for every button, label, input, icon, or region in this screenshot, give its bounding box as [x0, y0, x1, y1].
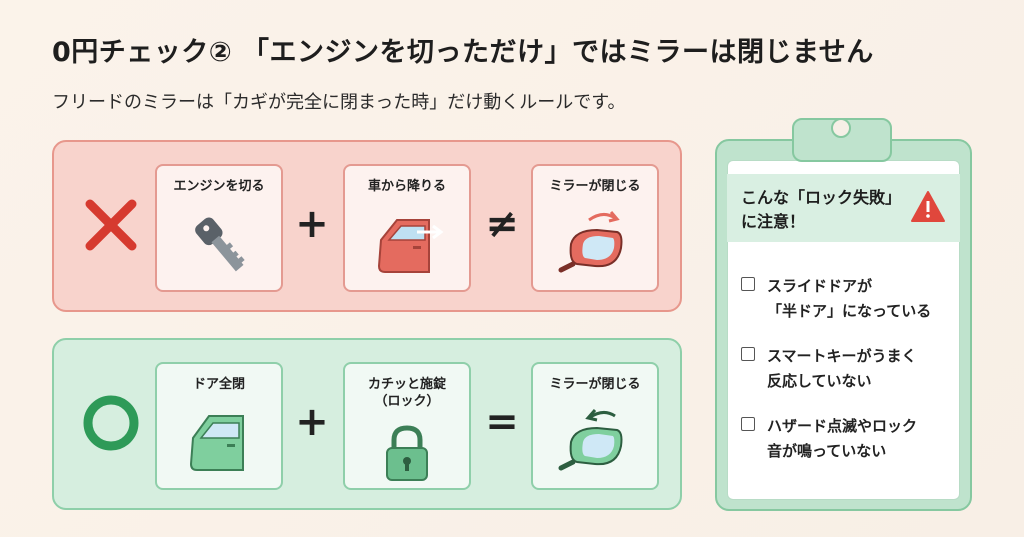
circle-icon — [83, 395, 139, 451]
car-door-icon — [377, 219, 444, 273]
step-card-exit-car: 車から降りる — [343, 164, 471, 292]
padlock-icon — [386, 425, 428, 481]
step-card-lock: カチッと施錠 （ロック） — [343, 362, 471, 490]
result-card-mirror-fold: ミラーが閉じる — [531, 362, 659, 490]
incorrect-example-panel: エンジンを切る + 車から降りる ≠ ミラーが閉じる — [52, 140, 682, 312]
step-label: ドア全閉 — [192, 377, 245, 392]
result-label: ミラーが閉じる — [549, 377, 641, 392]
page-title: 0円チェック② 「エンジンを切っただけ」ではミラーは閉じません — [52, 37, 874, 68]
step-card-door-closed: ドア全閉 — [155, 362, 283, 490]
step-label: 車から降りる — [367, 179, 446, 194]
result-label: ミラーが閉じる — [549, 179, 641, 194]
checkbox[interactable] — [741, 347, 755, 361]
page-subtitle: フリードのミラーは「カギが完全に閉まった時」だけ動くルールです。 — [52, 92, 626, 113]
car-door-icon — [189, 415, 244, 471]
clipboard-ring — [831, 118, 851, 138]
plus-operator: + — [295, 201, 329, 247]
step-label: エンジンを切る — [173, 179, 265, 194]
plus-operator: + — [295, 399, 329, 445]
cross-icon — [85, 199, 137, 251]
checkbox[interactable] — [741, 417, 755, 431]
step-card-engine-off: エンジンを切る — [155, 164, 283, 292]
checklist-item-label: スライドドアが 「半ドア」になっている — [767, 277, 932, 320]
result-card-mirror-fold: ミラーが閉じる — [531, 164, 659, 292]
checklist-item-label: ハザード点滅やロック 音が鳴っていない — [767, 417, 918, 460]
correct-example-panel: ドア全閉 + カチッと施錠 （ロック） = ミラーが閉じる — [52, 338, 682, 510]
equals-operator: = — [485, 399, 519, 445]
not-equal-operator: ≠ — [485, 201, 519, 247]
key-icon — [195, 217, 245, 272]
step-label: カチッと施錠 （ロック） — [367, 377, 446, 409]
warning-icon — [911, 191, 945, 222]
checklist-item-label: スマートキーがうまく 反応していない — [767, 347, 917, 390]
checklist-title: こんな「ロック失敗」に注意！ — [741, 188, 902, 231]
side-mirror-icon — [558, 409, 623, 471]
checkbox[interactable] — [741, 277, 755, 291]
side-mirror-icon — [558, 211, 623, 273]
